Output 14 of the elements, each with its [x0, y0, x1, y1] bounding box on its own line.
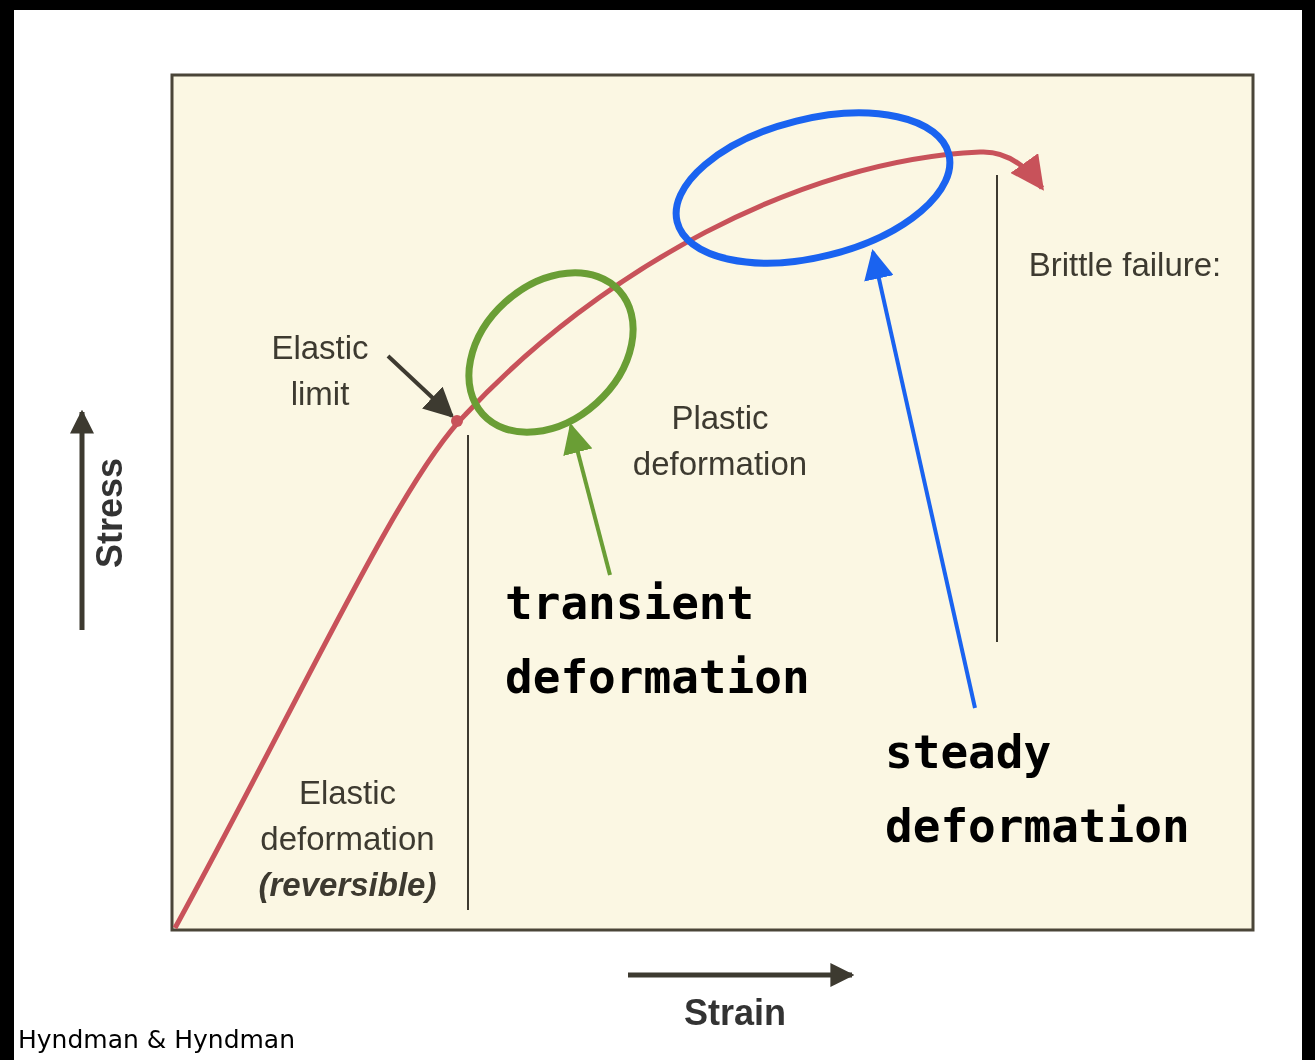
axis-label: Strain	[683, 991, 787, 1035]
arrow	[386, 354, 455, 419]
annotation-text: transient deformation	[505, 566, 835, 716]
region-label: Plastic deformation	[631, 398, 809, 484]
highlight-ellipse	[463, 267, 639, 438]
curve-point	[451, 415, 463, 427]
axis-label: Stress	[88, 456, 131, 571]
callout-text: Elastic limit	[240, 325, 400, 417]
source-credit: Hyndman & Hyndman	[18, 1024, 296, 1056]
arrow	[864, 249, 977, 709]
region-label: Elastic deformation (reversible)	[257, 773, 438, 905]
arrow	[563, 423, 612, 576]
annotation-text: steady deformation	[885, 715, 1215, 865]
region-label: Brittle failure:	[1027, 245, 1223, 285]
